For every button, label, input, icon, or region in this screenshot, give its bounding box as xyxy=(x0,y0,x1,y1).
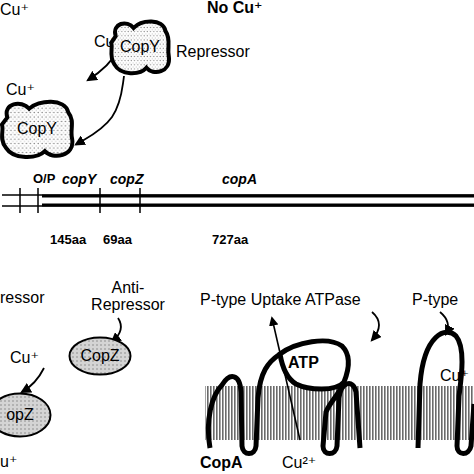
gene-boundary xyxy=(19,188,21,213)
protein-ellipse: CopZ xyxy=(68,336,132,376)
leader-arrow xyxy=(440,312,448,334)
node-text: ATP xyxy=(288,354,319,372)
text-label: Cu⁺ xyxy=(0,2,29,19)
dna-strand xyxy=(2,194,474,196)
ellipse-outline xyxy=(0,394,51,437)
text-label: 69aa xyxy=(103,233,132,247)
text-label: ressor xyxy=(0,290,44,307)
text-label: 145aa xyxy=(50,233,86,247)
text-label: Cu⁺ xyxy=(10,350,39,367)
text-label: copA xyxy=(222,172,257,187)
gene-map xyxy=(2,188,474,213)
text-label: Cu⁺ xyxy=(6,82,35,99)
text-label: copZ xyxy=(110,172,143,187)
text-label: P-type xyxy=(412,292,458,309)
blob-outline xyxy=(2,102,72,157)
gene-boundary xyxy=(37,188,39,213)
text-label: CopA xyxy=(200,455,243,472)
node-text: CopY xyxy=(17,120,57,138)
text-label: Repressor xyxy=(176,44,250,61)
gene-band xyxy=(42,195,474,198)
repressor-blob: CopY xyxy=(0,98,76,160)
gene-boundary xyxy=(99,188,101,213)
dna-strand xyxy=(2,205,474,207)
text-label: u⁺ xyxy=(0,454,17,471)
node-text: CopZ xyxy=(80,347,119,365)
text-label: P-type Uptake ATPase xyxy=(200,292,361,309)
node-text: CopY xyxy=(120,38,160,56)
gene-boundary xyxy=(139,188,141,213)
atp-outline xyxy=(280,341,348,389)
text-label: Cu⁺ xyxy=(440,368,469,385)
gene-band xyxy=(42,204,474,207)
protein-ellipse: opZ xyxy=(0,392,52,438)
atp-domain: ATP xyxy=(278,340,348,390)
text-label: No Cu⁺ xyxy=(207,0,263,17)
leader-arrow xyxy=(22,368,44,392)
text-label: Cu²⁺ xyxy=(282,455,316,472)
atpase-protein xyxy=(418,332,474,453)
text-label: O/P xyxy=(33,172,55,186)
text-label: Anti- Repressor xyxy=(88,280,168,314)
text-label: 727aa xyxy=(212,233,248,247)
text-label: copY xyxy=(62,172,96,187)
node-text: opZ xyxy=(6,406,34,424)
ellipse-outline xyxy=(70,338,131,375)
connector-arrow xyxy=(76,76,124,145)
blob-outline xyxy=(111,22,169,74)
leader-arrow xyxy=(372,312,379,340)
repressor-blob: CopY xyxy=(108,18,172,76)
